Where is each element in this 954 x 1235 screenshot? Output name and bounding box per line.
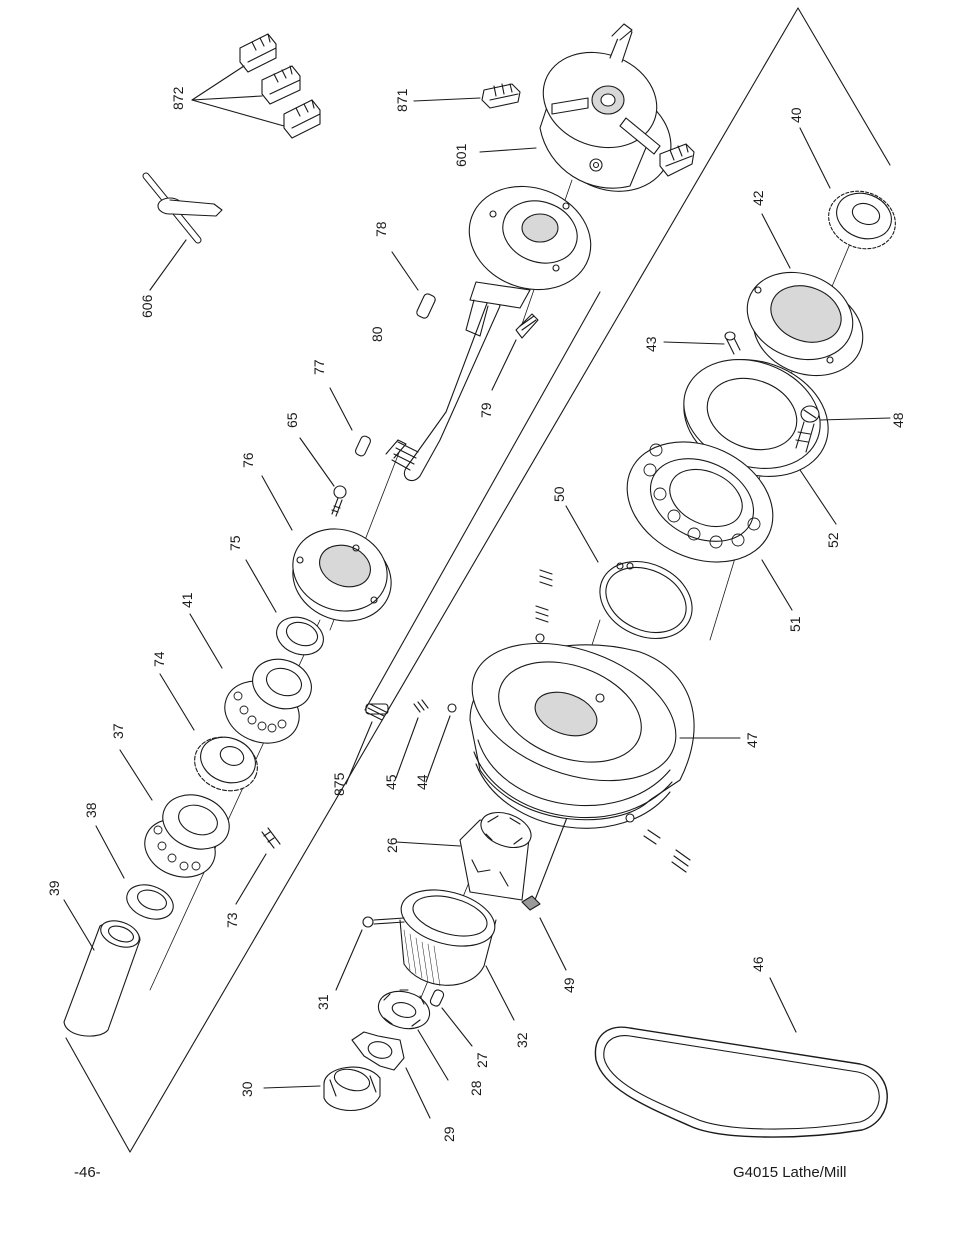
spring-ball-set-lower: [625, 813, 691, 873]
label-29: 29: [441, 1126, 457, 1142]
label-875: 875: [331, 772, 347, 796]
roller-bearing-37: [119, 749, 230, 878]
castle-nut: [377, 989, 449, 1081]
label-37: 37: [110, 723, 126, 739]
set-screw-79: [491, 313, 539, 391]
label-49: 49: [561, 977, 577, 993]
spur-gear-74: [159, 673, 258, 792]
spacer-tube: [63, 899, 141, 1037]
pulley: [469, 642, 741, 829]
label-38: 38: [83, 802, 99, 818]
page-number: -46-: [74, 1164, 101, 1181]
label-32: 32: [514, 1032, 530, 1048]
spring-ball-set-upper: [535, 569, 553, 643]
label-79: 79: [478, 402, 494, 418]
label-76: 76: [240, 452, 256, 468]
label-47: 47: [744, 732, 760, 748]
label-27: 27: [474, 1052, 490, 1068]
detent-parts: [345, 699, 457, 785]
label-41: 41: [179, 592, 195, 608]
label-80: 80: [369, 326, 385, 342]
seal-38: [95, 825, 174, 920]
bevel-gear-40: [799, 127, 896, 250]
label-78: 78: [373, 221, 389, 237]
label-73: 73: [224, 912, 240, 928]
chuck-key: [142, 172, 223, 291]
ball-bearing-51: [626, 441, 793, 611]
retaining-ring: [565, 505, 693, 639]
bearing-cap: [261, 475, 392, 622]
assembly-boundary-lines: [65, 7, 891, 1153]
label-601: 601: [453, 143, 469, 167]
screw-31: [335, 916, 405, 991]
screw-48: [795, 405, 891, 453]
label-52: 52: [825, 532, 841, 548]
clutch-sleeve: [395, 811, 532, 901]
manual-title: G4015 Lathe/Mill: [733, 1164, 847, 1181]
label-44: 44: [414, 774, 430, 790]
label-42: 42: [750, 190, 766, 206]
label-43: 43: [643, 336, 659, 352]
label-30: 30: [239, 1081, 255, 1097]
tab-washer: [351, 1031, 431, 1119]
label-45: 45: [383, 774, 399, 790]
chuck-jaw-set: [191, 33, 321, 139]
label-75: 75: [227, 535, 243, 551]
bearing-housing: [746, 213, 864, 377]
label-26: 26: [384, 837, 400, 853]
label-40: 40: [788, 107, 804, 123]
v-belt: [594, 977, 888, 1138]
label-46: 46: [750, 956, 766, 972]
cap-screw-65: [299, 437, 347, 517]
part-number-labels: 872 871 601 606 78 80 77 79 65 76 75 41 …: [46, 86, 906, 1142]
label-872: 872: [170, 86, 186, 110]
pin-27: [429, 989, 473, 1047]
key-78: [391, 251, 436, 319]
label-48: 48: [890, 412, 906, 428]
oil-seal: [245, 559, 324, 656]
three-jaw-chuck: [479, 23, 672, 192]
label-65: 65: [284, 412, 300, 428]
label-51: 51: [787, 616, 803, 632]
label-28: 28: [468, 1080, 484, 1096]
bearing-cover: [683, 359, 837, 525]
label-871: 871: [394, 88, 410, 112]
label-77: 77: [311, 359, 327, 375]
label-39: 39: [46, 880, 62, 896]
chuck-jaw-single: [413, 83, 521, 109]
key-77: [329, 387, 371, 457]
label-606: 606: [139, 294, 155, 318]
label-31: 31: [315, 994, 331, 1010]
key-49: [521, 895, 567, 971]
set-screw-73: [235, 827, 281, 905]
spanner-nut: [263, 1066, 381, 1111]
chuck-jaw-side: [659, 143, 695, 177]
knurled-ring: [399, 889, 515, 1021]
label-74: 74: [151, 651, 167, 667]
spindle: [385, 185, 592, 482]
roller-bearing-41: [189, 613, 312, 744]
screw-43: [663, 331, 741, 355]
label-50: 50: [551, 486, 567, 502]
